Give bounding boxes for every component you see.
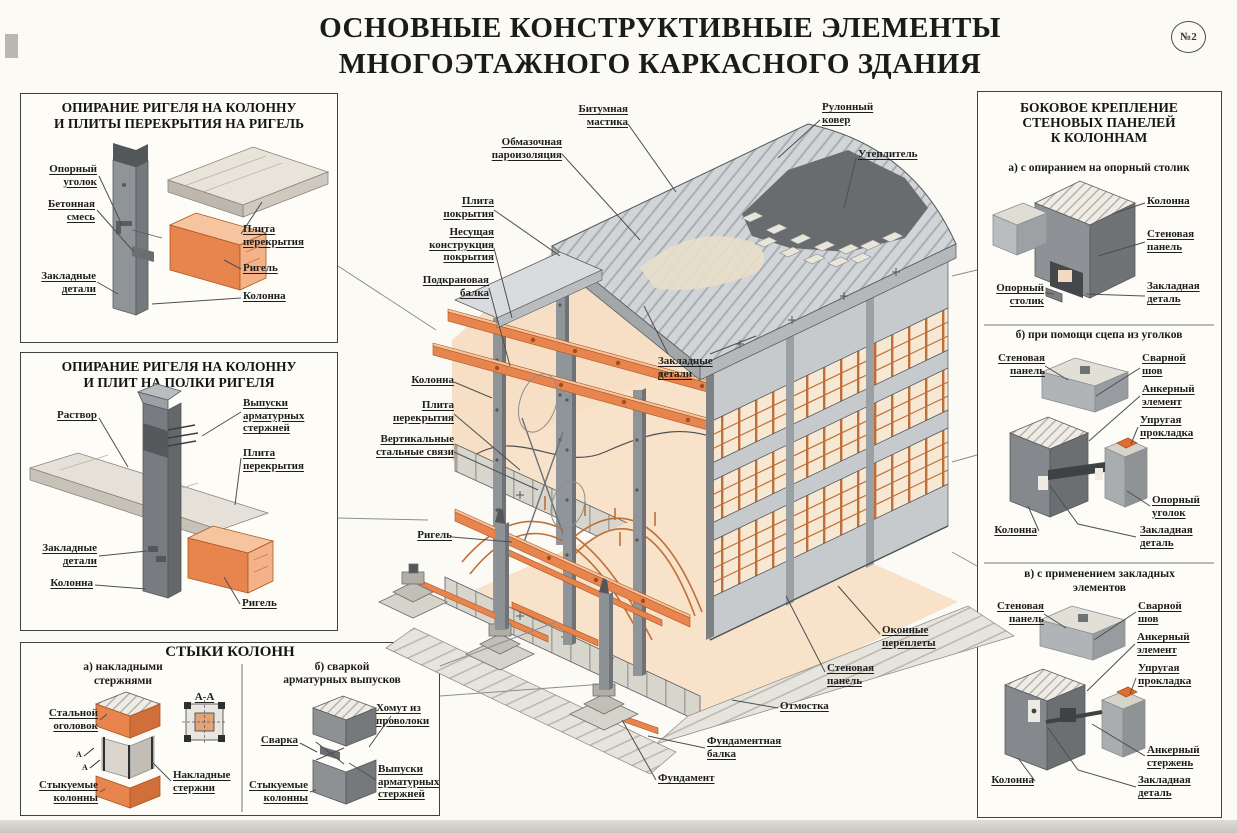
label-bituminous-mastic: Битумная мастика xyxy=(578,103,628,128)
section-mark-a2: А xyxy=(82,763,88,772)
label-embedded-parts: Закладные детали xyxy=(658,355,713,380)
insulation-dark-patch xyxy=(742,150,928,252)
label-column: Колонна xyxy=(411,374,454,386)
panel3-label-section-aa: А-А xyxy=(194,691,215,703)
panel3-label-overlay-rods: Накладные стержни xyxy=(173,769,231,794)
building-cutaway xyxy=(378,123,1015,775)
label-insulation: Утеплитель xyxy=(858,148,918,160)
side-b-label-weld-seam: Сварной шов xyxy=(1142,352,1186,377)
label-rolled-roofing: Рулонный ковер xyxy=(822,101,874,126)
side-panel-illustrations xyxy=(984,180,1214,788)
panel3-label-steel-head: Стальной оголовок xyxy=(48,707,98,732)
panel1-title-line2: И ПЛИТЫ ПЕРЕКРЫТИЯ НА РИГЕЛЬ xyxy=(53,116,305,131)
panel2-title-line2: И ПЛИТ НА ПОЛКИ РИГЕЛЯ xyxy=(83,375,275,390)
label-window-sashes: Оконные переплеты xyxy=(882,624,936,649)
side-b-label-support-angle: Опорный уголок xyxy=(1152,494,1200,519)
side-sub-v: в) с применением закладных элементов xyxy=(1024,568,1175,594)
panel-beam-on-column-slabs-on-beam xyxy=(20,93,338,343)
side-a-label-wall-panel: Стеновая панель xyxy=(1147,228,1195,253)
panel3-sub-b-line1: б) сваркой xyxy=(314,661,370,673)
panel1-label-floor-slab: Плита перекрытия xyxy=(243,223,304,248)
side-a-label-column: Колонна xyxy=(1147,195,1190,207)
panel3-sub-b-line2: арматурных выпусков xyxy=(283,674,401,686)
panel3-sub-a: а) накладными стержнями xyxy=(83,661,163,687)
side-b-label-embedded-part: Закладная деталь xyxy=(1140,524,1193,549)
side-b-label-column: Колонна xyxy=(994,524,1037,536)
panel3-label-wire-clamp: Хомут из проволоки xyxy=(376,702,430,727)
foundations xyxy=(378,563,639,731)
panel1-label-concrete-mix: Бетонная смесь xyxy=(47,198,95,223)
panel1-title-line1: ОПИРАНИЕ РИГЕЛЯ НА КОЛОННУ xyxy=(61,100,297,115)
panel3-title: СТЫКИ КОЛОНН xyxy=(165,644,295,660)
side-v-label-embedded-part: Закладная деталь xyxy=(1138,774,1191,799)
panel2-label-rebar-outlets: Выпуски арматурных стержней xyxy=(243,397,305,434)
side-title-line2: СТЕНОВЫХ ПАНЕЛЕЙ xyxy=(1022,115,1176,130)
panel-connector-lines xyxy=(337,265,978,697)
panel1-label-crossbar: Ригель xyxy=(243,262,278,274)
panel2-label-mortar: Раствор xyxy=(57,409,97,421)
panel3-label-rebar-outlets: Выпуски арматурных стержней xyxy=(378,763,440,800)
label-vertical-steel-ties: Вертикальные стальные связи xyxy=(376,433,454,458)
wall-columns xyxy=(706,296,874,640)
right-wall xyxy=(709,259,949,641)
label-crane-beam: Подкрановая балка xyxy=(422,274,489,299)
side-b-label-anchor-element: Анкерный элемент xyxy=(1142,383,1195,408)
side-a-label-support-bracket: Опорный столик xyxy=(996,282,1044,307)
roof xyxy=(454,123,957,381)
vapor-barrier-area xyxy=(640,236,765,290)
panel2-label-column: Колонна xyxy=(50,577,93,589)
side-a-label-embedded-part: Закладная деталь xyxy=(1147,280,1200,305)
label-foundation: Фундамент xyxy=(658,772,715,784)
panel1-label-embedded-parts: Закладные детали xyxy=(41,270,96,295)
side-v-label-elastic-gasket: Упругая прокладка xyxy=(1138,662,1192,687)
side-v-label-anchor-rod: Анкерный стержень xyxy=(1147,744,1200,769)
side-v-label-anchor-element: Анкерный элемент xyxy=(1137,631,1190,656)
side-v-label-column: Колонна xyxy=(991,774,1034,786)
panel2-label-floor-slab: Плита перекрытия xyxy=(243,447,304,472)
poster-title-line2: МНОГОЭТАЖНОГО КАРКАСНОГО ЗДАНИЯ xyxy=(338,48,982,80)
panel1-label-column: Колонна xyxy=(243,290,286,302)
panel2-illustration xyxy=(28,383,275,605)
blind-area-aprons xyxy=(385,605,1015,775)
columns-front-cut xyxy=(495,508,613,690)
steel-ties-xbrace xyxy=(521,417,569,549)
panel1-illustration xyxy=(96,143,330,316)
bottom-edge-shadow xyxy=(0,820,1237,833)
side-sub-b: б) при помощи сцепа из уголков xyxy=(1015,329,1183,341)
poster-title-line1: ОСНОВНЫЕ КОНСТРУКТИВНЫЕ ЭЛЕМЕНТЫ xyxy=(319,12,1001,44)
side-b-label-wall-panel: Стеновая панель xyxy=(997,352,1045,377)
panel2-label-embedded-parts: Закладные детали xyxy=(42,542,97,567)
label-vapor-barrier: Обмазочная пароизоляция xyxy=(491,136,562,161)
panel3-illustration: А А xyxy=(76,664,392,812)
panel3-label-joined-columns-a: Стыкуемые колонны xyxy=(39,779,98,804)
section-mark-a1: А xyxy=(76,750,82,759)
panel3-label-welding: Сварка xyxy=(260,734,298,746)
label-wall-panel: Стеновая панель xyxy=(827,662,875,687)
label-blind-area: Отмостка xyxy=(780,700,829,712)
panel1-label-support-angle: Опорный уголок xyxy=(49,163,97,188)
leader-lines-main xyxy=(451,119,881,781)
side-v-label-weld-seam: Сварной шов xyxy=(1138,600,1182,625)
label-floor-slab: Плита перекрытия xyxy=(393,399,454,424)
side-sub-a: а) с опиранием на опорный столик xyxy=(1008,162,1190,174)
insulation-tiles xyxy=(741,211,904,268)
panel2-title-line1: ОПИРАНИЕ РИГЕЛЯ НА КОЛОННУ xyxy=(61,359,297,374)
panel2-label-crossbar: Ригель xyxy=(242,597,277,609)
sheet-number-badge: №2 xyxy=(1171,21,1206,53)
scan-edge-mark xyxy=(5,34,18,58)
panel3-label-joined-columns-b: Стыкуемые колонны xyxy=(249,779,308,804)
side-title-line1: БОКОВОЕ КРЕПЛЕНИЕ xyxy=(1020,100,1178,115)
side-v-label-wall-panel: Стеновая панель xyxy=(996,600,1044,625)
label-foundation-beam: Фундаментная балка xyxy=(707,735,782,760)
section-aa-view xyxy=(182,700,227,744)
window-rails xyxy=(709,321,949,585)
label-roof-bearing-structure: Несущая конструкция покрытия xyxy=(429,226,494,263)
label-crossbar: Ригель xyxy=(417,529,452,541)
label-roof-slab: Плита покрытия xyxy=(443,195,494,220)
side-title-line3: К КОЛОННАМ xyxy=(1050,130,1148,145)
side-b-label-elastic-gasket: Упругая прокладка xyxy=(1140,414,1194,439)
